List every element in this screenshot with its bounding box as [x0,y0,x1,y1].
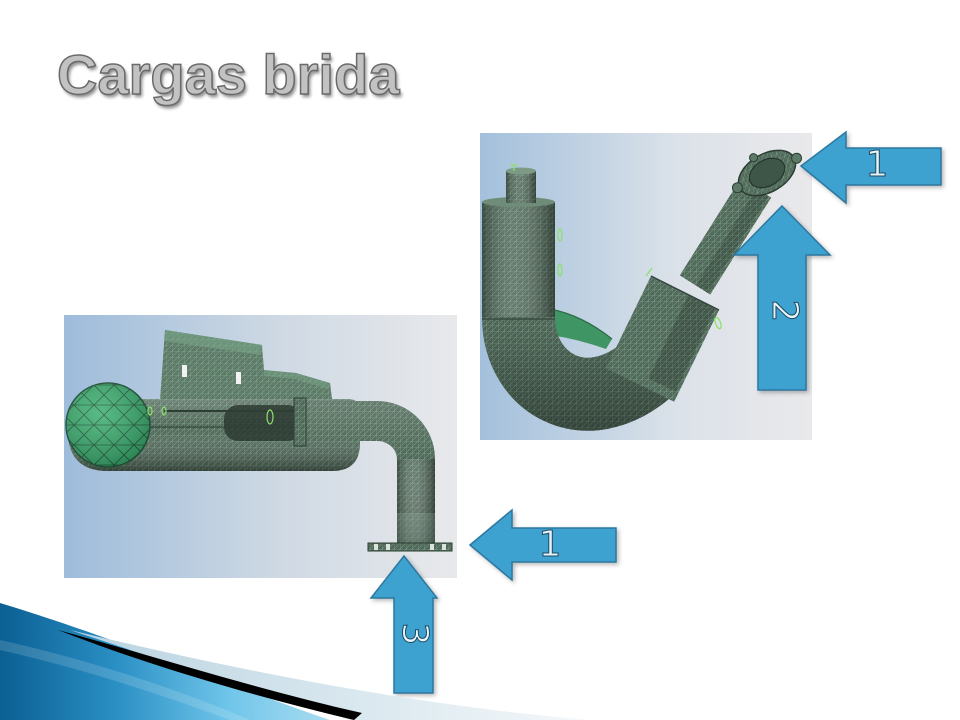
load-arrow-1-lower: 1 [468,508,618,582]
u-bend [482,314,672,431]
outlet-flange [367,542,453,552]
diagonal-pipe-section [605,275,720,402]
load-arrow-3: 3 [369,554,439,695]
inlet-cylinder [482,167,555,320]
muffler-end-cap [65,382,151,468]
swoosh-gray-band [70,630,590,720]
arrow-left-icon [799,130,942,205]
inlet-flange [731,149,803,197]
narrow-pipe [679,178,772,295]
decorative-swoosh [0,603,590,720]
slide-title: Cargas brida [56,43,400,106]
arrow-up-icon [732,204,832,391]
boundary-markers [510,164,722,330]
boundary-markers [147,406,274,425]
outlet-pipe [293,397,435,543]
swoosh-highlight [0,640,250,720]
arrow-label: 2 [764,299,806,323]
arrow-left-icon [468,508,617,582]
inlet-pipe-mesh-figure [480,133,812,440]
arrow-up-icon [369,554,439,694]
arrow-label: 1 [538,524,562,565]
arrow-label: 1 [865,144,889,185]
muffler-mesh-figure [64,315,457,578]
swoosh-black-line [58,630,362,720]
load-arrow-1-upper: 1 [798,130,944,206]
heat-shield [160,330,332,401]
inner-plate [549,308,613,349]
load-arrow-2: 2 [732,204,832,392]
